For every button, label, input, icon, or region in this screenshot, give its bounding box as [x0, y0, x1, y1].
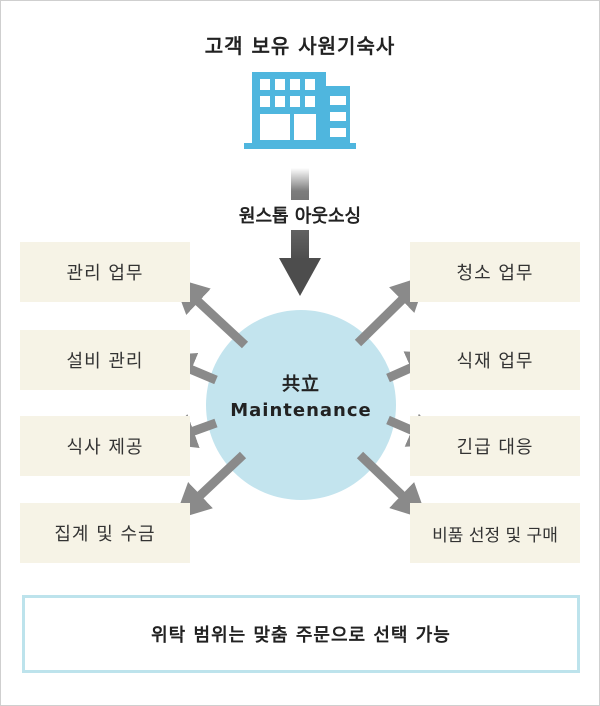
- left-task-3: 식사 제공: [20, 416, 190, 476]
- maintenance-label-line2: Maintenance: [230, 400, 372, 421]
- left-task-2: 설비 관리: [20, 330, 190, 390]
- outsourcing-label: 원스톱 아웃소싱: [190, 200, 410, 230]
- arrow-to-left-task-4: [174, 451, 247, 520]
- right-task-4: 비품 선정 및 구매: [410, 503, 580, 563]
- arrow-to-right-task-1: [354, 274, 428, 347]
- right-task-2: 식재 업무: [410, 330, 580, 390]
- maintenance-label: 共立 Maintenance: [206, 372, 396, 424]
- scope-note: 위탁 범위는 맞춤 주문으로 선택 가능: [22, 595, 580, 673]
- arrow-to-left-task-1: [172, 277, 249, 349]
- left-task-4: 집계 및 수금: [20, 503, 190, 563]
- maintenance-label-line1: 共立: [282, 374, 320, 395]
- diagram-title: 고객 보유 사원기숙사: [204, 34, 396, 58]
- right-task-1: 청소 업무: [410, 242, 580, 302]
- left-task-1: 관리 업무: [20, 242, 190, 302]
- arrow-to-right-task-4: [356, 451, 428, 520]
- right-task-3: 긴급 대응: [410, 416, 580, 476]
